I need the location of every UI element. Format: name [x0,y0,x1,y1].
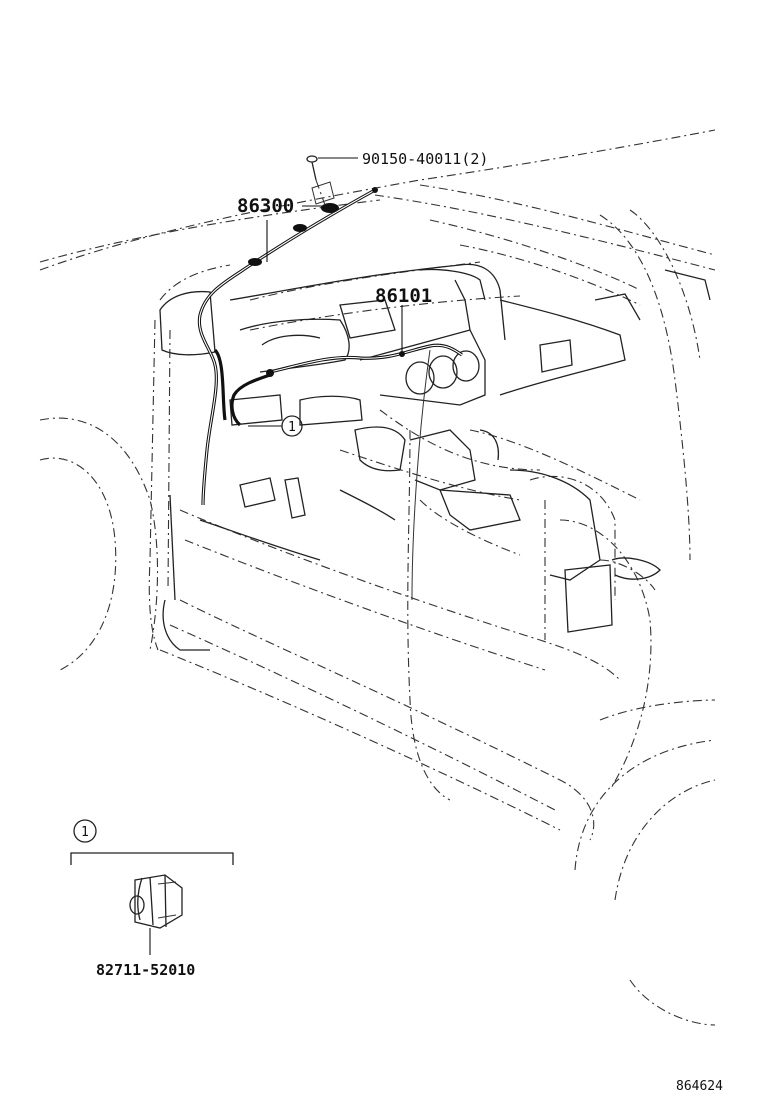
leader-lines [149,157,403,955]
cord [230,343,463,601]
instrument-panel [159,263,711,651]
detail-box: 1 82711-52010 [70,819,234,979]
svg-text:1: 1 [288,420,296,435]
screw-icon [306,155,335,206]
figure-id: 864624 [676,1079,723,1094]
antenna-cable [197,187,378,506]
callout-cord: 86101 [375,285,432,307]
connector-part-icon [129,874,183,929]
cable-clip [293,224,307,232]
cable-clip [248,258,262,266]
detail-box-ref: 1 [81,825,89,840]
callout-screw: 90150-40011(2) [362,150,488,168]
callout-detail-part: 82711-52010 [96,961,195,979]
callout-antenna-cable: 86300 [237,195,294,217]
detail-reference-callout: 1 [281,415,303,437]
cable-clip [321,203,339,213]
vehicle-outline [39,129,716,1026]
